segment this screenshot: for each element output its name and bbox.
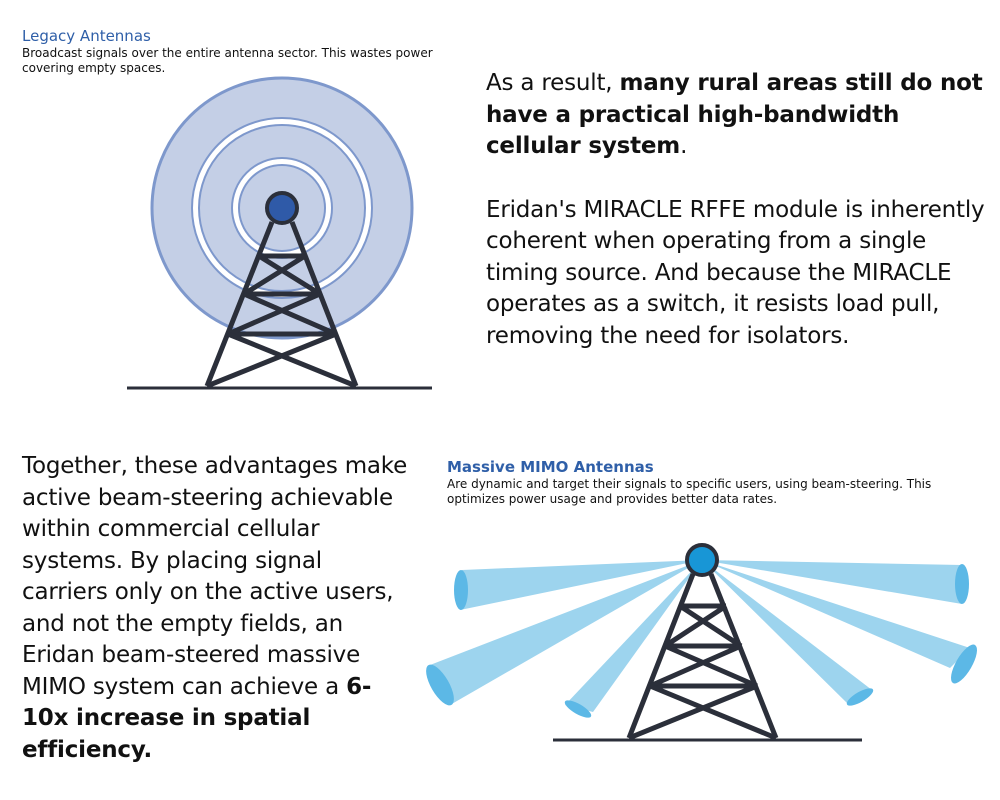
result-bold: many rural areas still do not have a pra… — [486, 70, 983, 159]
together-bold: 6-10x increase in spatial efficiency. — [22, 673, 372, 763]
beam-left-short — [565, 560, 702, 712]
beam-right-short-end — [846, 688, 874, 706]
beam-right-upper-end — [955, 564, 969, 604]
mimo-antenna-node — [685, 543, 719, 577]
together-paragraph-block: Together, these advantages make active b… — [22, 451, 412, 766]
mimo-antennas-description: Are dynamic and target their signals to … — [447, 477, 932, 506]
mimo-caption: Massive MIMO Antennas Are dynamic and ta… — [447, 458, 967, 507]
beam-left-upper — [460, 560, 702, 610]
beam-right-lower-end — [951, 644, 977, 684]
beam-left-lower — [430, 560, 702, 705]
beam-left-short-end — [564, 700, 592, 718]
result-paragraph-block: As a result, many rural areas still do n… — [486, 68, 986, 352]
beam-right-short — [702, 560, 872, 704]
legacy-antennas-description: Broadcast signals over the entire antenn… — [22, 46, 433, 75]
legacy-antennas-title: Legacy Antennas — [22, 27, 151, 45]
beam-left-upper-end — [454, 570, 468, 610]
mimo-antennas-title: Massive MIMO Antennas — [447, 458, 654, 476]
legacy-antenna-node — [265, 191, 299, 225]
mimo-tower — [553, 573, 862, 742]
beam-right-upper — [702, 560, 962, 604]
beam-left-lower-end — [426, 664, 454, 706]
beam-right-lower — [702, 560, 970, 668]
result-prefix: As a result, — [486, 70, 620, 96]
beams — [426, 560, 977, 718]
result-suffix: . — [680, 133, 688, 159]
miracle-paragraph: Eridan's MIRACLE RFFE module is inherent… — [486, 196, 985, 349]
together-text: Together, these advantages make active b… — [22, 453, 408, 700]
together-paragraph: Together, these advantages make active b… — [22, 451, 412, 766]
legacy-tower — [127, 221, 432, 390]
legacy-caption: Legacy Antennas Broadcast signals over t… — [22, 27, 462, 76]
result-paragraph: As a result, many rural areas still do n… — [486, 68, 986, 163]
